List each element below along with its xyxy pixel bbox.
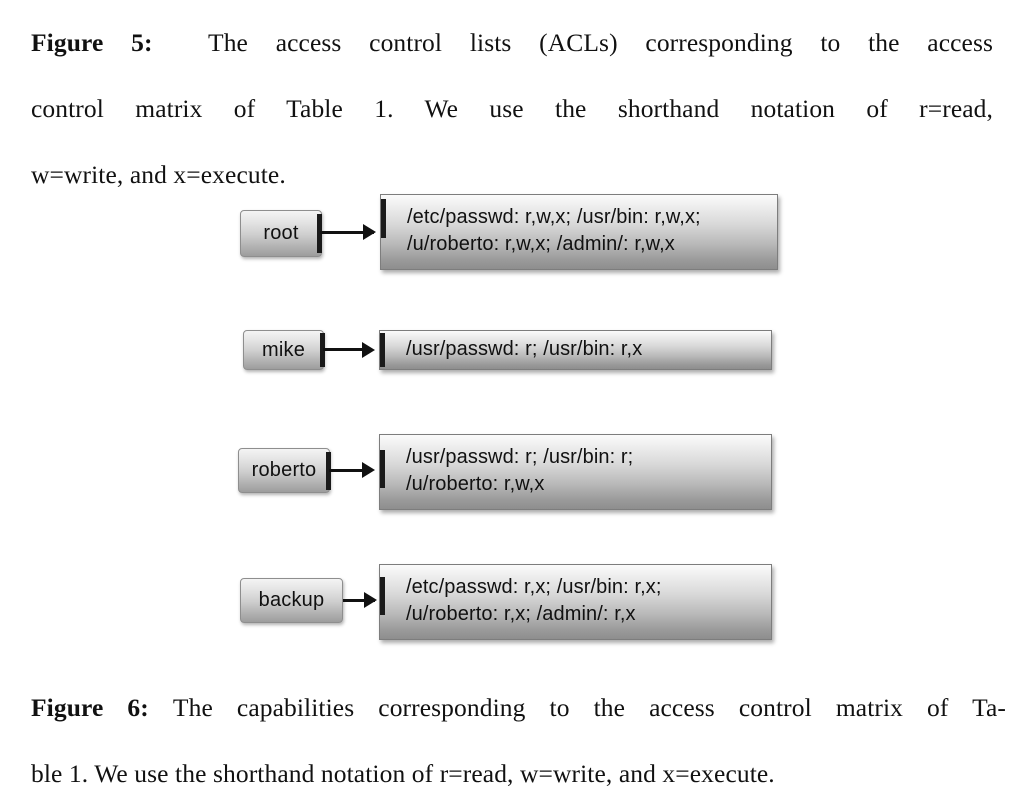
acl-line: /etc/passwd: r,w,x; /usr/bin: r,w,x; — [407, 206, 701, 228]
principal-box-roberto[interactable]: roberto — [238, 448, 330, 493]
arrow-head-root — [363, 224, 376, 240]
principal-box-backup[interactable]: backup — [240, 578, 343, 623]
acl-box-roberto[interactable]: /usr/passwd: r; /usr/bin: r; /u/roberto:… — [379, 434, 772, 510]
figure-5-caption-line-1: The access control lists (ACLs) correspo… — [208, 28, 993, 57]
figure-6-caption-line-1: The capabilities corresponding to the ac… — [172, 693, 1006, 722]
acl-port-root — [381, 199, 386, 238]
arrow-line-backup — [343, 599, 375, 602]
arrow-line-roberto — [329, 469, 372, 472]
figure-6-caption: Figure 6: The capabilities corresponding… — [31, 691, 1006, 790]
principal-label-backup: backup — [258, 589, 325, 611]
acl-port-backup — [380, 577, 385, 615]
arrow-head-mike — [362, 342, 375, 358]
principal-box-root[interactable]: root — [240, 210, 322, 257]
acl-port-mike — [380, 333, 385, 367]
acl-box-root[interactable]: /etc/passwd: r,w,x; /usr/bin: r,w,x; /u/… — [380, 194, 778, 270]
acl-line: /usr/passwd: r; /usr/bin: r,x — [406, 338, 643, 360]
figure-6-label: Figure 6: — [31, 693, 149, 722]
figure-6-caption-line-2: ble 1. We use the shorthand notation of … — [31, 759, 775, 788]
acl-line: /usr/passwd: r; /usr/bin: r; — [406, 446, 634, 468]
acl-box-backup[interactable]: /etc/passwd: r,x; /usr/bin: r,x; /u/robe… — [379, 564, 772, 640]
figure-5-caption-line-3: w=write, and x=execute. — [31, 160, 286, 189]
connector-port-mike — [320, 333, 325, 367]
connector-port-roberto — [326, 452, 331, 490]
acl-line: /u/roberto: r,x; /admin/: r,x — [406, 603, 636, 625]
arrow-head-roberto — [362, 462, 375, 478]
figure-5-caption-line-2: control matrix of Table 1. We use the sh… — [31, 94, 993, 123]
acl-line: /etc/passwd: r,x; /usr/bin: r,x; — [406, 576, 662, 598]
connector-port-root — [317, 214, 322, 253]
arrow-line-root — [320, 231, 374, 234]
principal-label-roberto: roberto — [251, 459, 317, 481]
principal-label-root: root — [263, 222, 299, 244]
figure-5-caption: Figure 5: The access control lists (ACLs… — [31, 26, 993, 191]
acl-line: /u/roberto: r,w,x — [406, 473, 545, 495]
arrow-line-mike — [323, 348, 371, 351]
acl-line: /u/roberto: r,w,x; /admin/: r,w,x — [407, 233, 675, 255]
acl-box-mike[interactable]: /usr/passwd: r; /usr/bin: r,x — [379, 330, 772, 370]
figure-5-label: Figure 5: — [31, 28, 153, 57]
principal-label-mike: mike — [261, 338, 306, 361]
principal-box-mike[interactable]: mike — [243, 330, 324, 370]
acl-port-roberto — [380, 450, 385, 488]
arrow-head-backup — [364, 592, 377, 608]
